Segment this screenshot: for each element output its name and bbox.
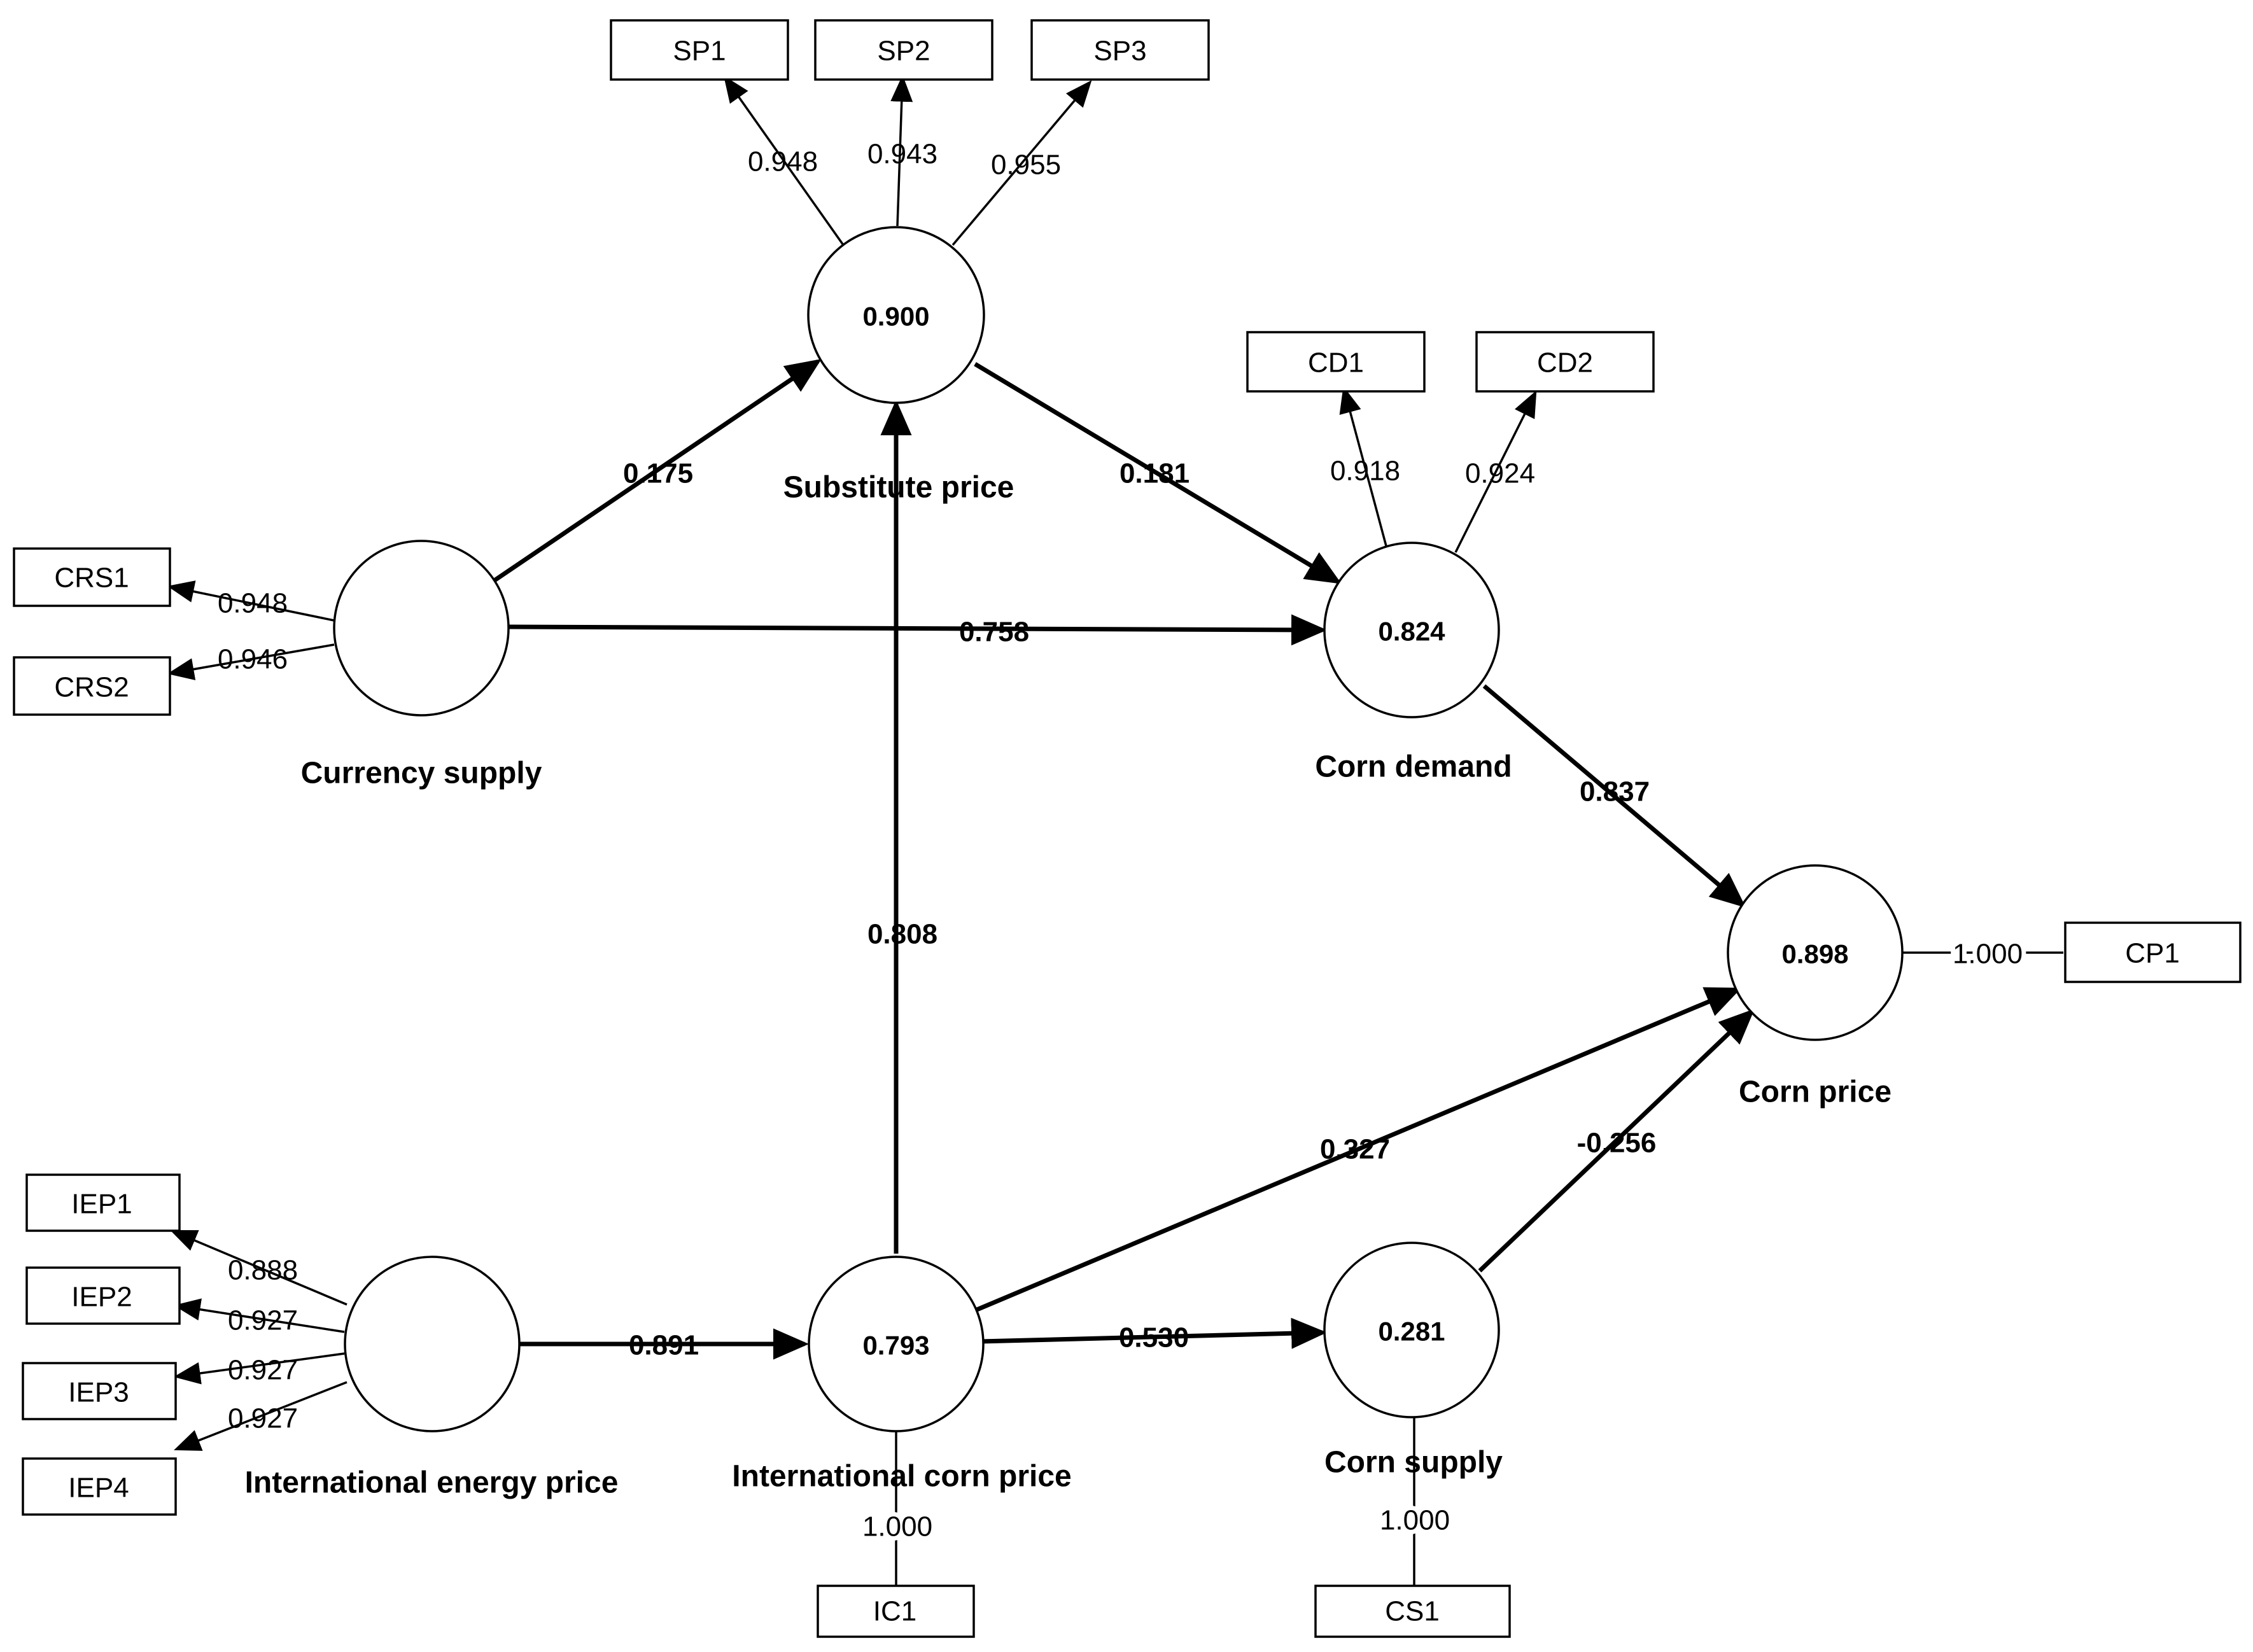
- loading-value-sp1: 0.948: [748, 146, 818, 178]
- loading-value-cd2: 0.924: [1465, 458, 1535, 489]
- path-supply-to-price: [1478, 1009, 1755, 1273]
- loading-line-iep1: [170, 1229, 347, 1306]
- indicator-label-iep2: IEP2: [71, 1282, 132, 1313]
- path-coef-demand-to-price: 0.837: [1580, 776, 1650, 808]
- loading-value-cp1: 1.000: [1953, 939, 2023, 970]
- loading-value-crs2: 0.946: [218, 644, 288, 675]
- loading-value-cs1: 1.000: [1380, 1505, 1450, 1536]
- construct-currency-supply: [333, 540, 510, 717]
- indicator-box-iep2: [25, 1266, 181, 1325]
- construct-corn-supply: [1323, 1242, 1500, 1418]
- indicator-label-sp2: SP2: [877, 36, 930, 67]
- path-intlcorn-to-supply: [979, 1317, 1327, 1349]
- loading-line-iep2: [173, 1298, 345, 1333]
- indicator-label-crs2: CRS2: [54, 672, 129, 703]
- indicator-label-cd2: CD2: [1537, 347, 1593, 379]
- construct-label-currency-supply: Currency supply: [301, 757, 542, 790]
- construct-label-corn-price: Corn price: [1739, 1075, 1892, 1109]
- loading-line-cd1: [1339, 386, 1387, 547]
- indicator-box-sp3: [1030, 19, 1210, 81]
- construct-international-energy-price: [344, 1256, 521, 1432]
- indicator-label-sp1: SP1: [673, 36, 726, 67]
- indicator-label-iep3: IEP3: [68, 1377, 129, 1408]
- loading-line-iep3: [173, 1352, 345, 1385]
- loading-line-crs1: [167, 580, 335, 622]
- loading-line-sp3: [951, 80, 1092, 246]
- loading-line-iep4: [174, 1381, 347, 1451]
- r2-corn-price: 0.898: [1781, 939, 1848, 969]
- r2-substitute-price: 0.900: [862, 302, 929, 332]
- loading-line-cd2: [1454, 390, 1537, 553]
- construct-label-corn-supply: Corn supply: [1324, 1446, 1503, 1480]
- indicator-label-crs1: CRS1: [54, 563, 129, 594]
- indicator-label-cs1: CS1: [1385, 1596, 1440, 1627]
- path-currency-to-substitute: [493, 359, 822, 582]
- indicator-label-iep1: IEP1: [71, 1189, 132, 1220]
- path-coef-intlcorn-to-substitute: 0.808: [867, 919, 937, 950]
- construct-international-corn-price: [808, 1256, 985, 1432]
- path-coef-currency-to-demand: 0.758: [959, 617, 1029, 648]
- indicator-box-crs1: [13, 547, 171, 607]
- indicator-box-iep1: [25, 1173, 181, 1232]
- indicator-box-iep3: [22, 1362, 177, 1420]
- r2-international-corn-price: 0.793: [862, 1331, 929, 1361]
- path-currency-to-demand: [507, 614, 1327, 646]
- construct-label-substitute-price: Substitute price: [783, 471, 1014, 505]
- loading-line-crs2: [167, 643, 335, 680]
- indicator-label-iep4: IEP4: [68, 1473, 129, 1504]
- loading-value-sp2: 0.943: [867, 139, 937, 170]
- indicator-box-cd2: [1475, 331, 1655, 393]
- indicator-label-cp1: CP1: [2125, 938, 2180, 969]
- loading-value-iep3: 0.927: [228, 1355, 298, 1386]
- path-coef-substitute-to-demand: 0.181: [1119, 458, 1190, 489]
- loading-value-crs1: 0.948: [218, 588, 288, 619]
- construct-label-international-energy-price: International energy price: [245, 1466, 619, 1500]
- construct-corn-price: [1727, 864, 1904, 1041]
- construct-substitute-price: [807, 226, 985, 404]
- construct-label-corn-demand: Corn demand: [1315, 750, 1512, 784]
- path-coef-intlcorn-to-price: 0.327: [1320, 1134, 1390, 1165]
- path-substitute-to-demand: [974, 361, 1342, 584]
- path-coef-energy-to-intlcorn: 0.891: [629, 1330, 699, 1361]
- path-intlcorn-to-price: [976, 987, 1742, 1312]
- path-demand-to-price: [1482, 684, 1746, 908]
- loading-line-sp2: [890, 74, 913, 227]
- construct-corn-demand: [1323, 542, 1500, 718]
- loading-value-sp3: 0.955: [991, 150, 1061, 181]
- r2-corn-demand: 0.824: [1378, 617, 1445, 647]
- indicator-label-ic1: IC1: [873, 1596, 916, 1627]
- indicator-box-cp1: [2064, 921, 2242, 983]
- loading-value-iep2: 0.927: [228, 1305, 298, 1336]
- indicator-box-crs2: [13, 656, 171, 716]
- indicator-box-ic1: [817, 1585, 975, 1638]
- indicator-label-cd1: CD1: [1308, 347, 1364, 379]
- loading-value-iep4: 0.927: [228, 1403, 298, 1434]
- loading-value-iep1: 0.888: [228, 1255, 298, 1286]
- indicator-box-iep4: [22, 1457, 177, 1516]
- path-coef-supply-to-price: -0.256: [1577, 1128, 1657, 1159]
- indicator-box-cs1: [1314, 1585, 1511, 1638]
- indicator-box-sp1: [610, 19, 789, 81]
- indicator-box-sp2: [814, 19, 993, 81]
- indicator-box-cd1: [1246, 331, 1426, 393]
- r2-corn-supply: 0.281: [1378, 1317, 1445, 1347]
- path-coef-intlcorn-to-supply: 0.530: [1119, 1322, 1189, 1354]
- indicator-label-sp3: SP3: [1093, 36, 1146, 67]
- construct-label-international-corn-price: International corn price: [732, 1460, 1071, 1494]
- loading-value-ic1: 1.000: [862, 1511, 932, 1543]
- path-coef-currency-to-substitute: 0.175: [623, 458, 693, 489]
- loading-line-sp1: [723, 75, 845, 246]
- loading-value-cd1: 0.918: [1330, 456, 1400, 487]
